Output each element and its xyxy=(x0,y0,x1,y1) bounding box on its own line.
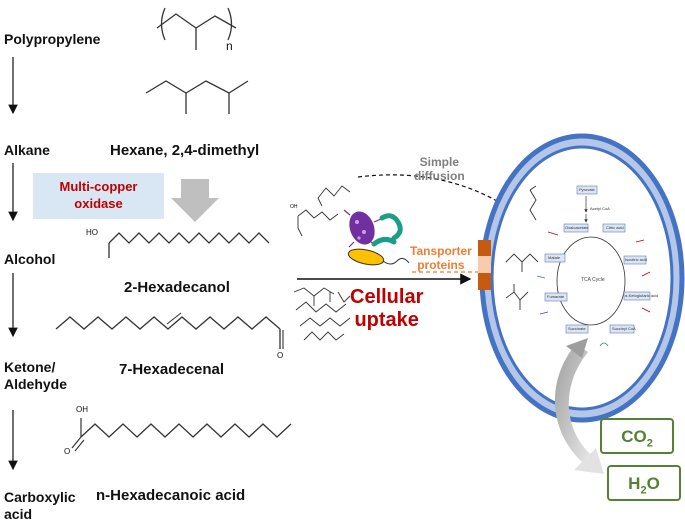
tca-node-succinate: Succinate xyxy=(568,326,586,331)
transporter-channel xyxy=(478,240,491,290)
hexadecenal-oxygen: O xyxy=(277,351,284,360)
hexadecanol-hydroxyl: HO xyxy=(86,228,98,237)
co2-text: CO xyxy=(621,427,647,446)
h2o-text-h: H xyxy=(628,474,641,493)
polymer-subscript: n xyxy=(226,39,233,53)
hexadecanoic-structure xyxy=(80,423,292,438)
hexadecanoic-oxygen: O xyxy=(64,447,71,456)
compound-hexadecanol-label: 2-Hexadecanol xyxy=(124,279,230,296)
co2-subscript: 2 xyxy=(646,437,653,450)
h2o-product: H2O xyxy=(607,465,681,501)
step-carboxylic-acid: Carboxylic acid xyxy=(4,489,76,522)
h2o-subscript: 2 xyxy=(640,484,647,497)
tca-node-pyruvate: Pyruvate xyxy=(579,187,595,192)
step-polypropylene: Polypropylene xyxy=(4,31,101,47)
hexane-branches xyxy=(185,93,230,114)
microbes-icon xyxy=(343,209,410,266)
compound-hexane-label: Hexane, 2,4-dimethyl xyxy=(110,142,260,159)
hexadecanoic-carbonyl-bond xyxy=(71,436,82,449)
cellular-uptake-label: Cellular uptake xyxy=(350,286,424,331)
simple-diffusion-label: Simple diffusion xyxy=(414,155,465,183)
hexadecanoic-hydroxyl: OH xyxy=(76,405,88,414)
hexadecenal-structure xyxy=(55,316,281,330)
polypropylene-structure xyxy=(156,7,237,50)
hexadecanoic-carbonyl-bond-2 xyxy=(74,439,85,452)
small-molecules xyxy=(297,185,351,237)
tca-node-fumarate: Fumarate xyxy=(547,294,565,299)
tca-node-ketoglutaric-acid: α-Ketoglutaric acid xyxy=(625,293,659,298)
compound-hexadecenal-label: 7-Hexadecenal xyxy=(119,361,225,378)
tca-title: TCA Cycle xyxy=(581,277,605,283)
hexadecenal-double-bond xyxy=(166,312,182,325)
product-release-arrowhead xyxy=(574,448,604,474)
tca-node-malate: Malate xyxy=(548,255,561,260)
tca-node-acetyl-coa: Acetyl CoA xyxy=(590,206,610,211)
small-molecule-hydroxyl: OH xyxy=(290,204,298,210)
h2o-text-o: O xyxy=(646,474,660,493)
product-source-arrowhead xyxy=(566,338,588,358)
hexane-structure xyxy=(145,80,249,94)
step-alcohol: Alcohol xyxy=(4,251,56,267)
cell-interior xyxy=(490,145,674,411)
tca-node-isocitric-acid: Isocitric acid xyxy=(625,257,648,262)
transporter-label: Tansporter proteins xyxy=(410,244,472,272)
hexadecanol-structure xyxy=(108,232,270,244)
product-release-arrow xyxy=(554,344,590,462)
tca-node-oxaloacetate: Oxaloacetate xyxy=(565,225,589,230)
step-alkane: Alkane xyxy=(4,142,50,158)
step-ketone-aldehyde: Ketone/ Aldehyde xyxy=(4,359,68,392)
enzyme-box: Multi-copper oxidase xyxy=(33,173,164,219)
compound-hexadecanoic-label: n-Hexadecanoic acid xyxy=(96,487,246,504)
conversion-arrow xyxy=(171,179,219,222)
co2-product: CO2 xyxy=(600,418,674,454)
tca-cycle xyxy=(536,185,651,347)
tca-node-succinyl-coa: Succinyl CoA xyxy=(612,326,636,331)
branched-molecules xyxy=(293,287,351,341)
internalized-molecules xyxy=(505,185,539,310)
tca-node-citric-acid: Citric acid xyxy=(606,225,624,230)
